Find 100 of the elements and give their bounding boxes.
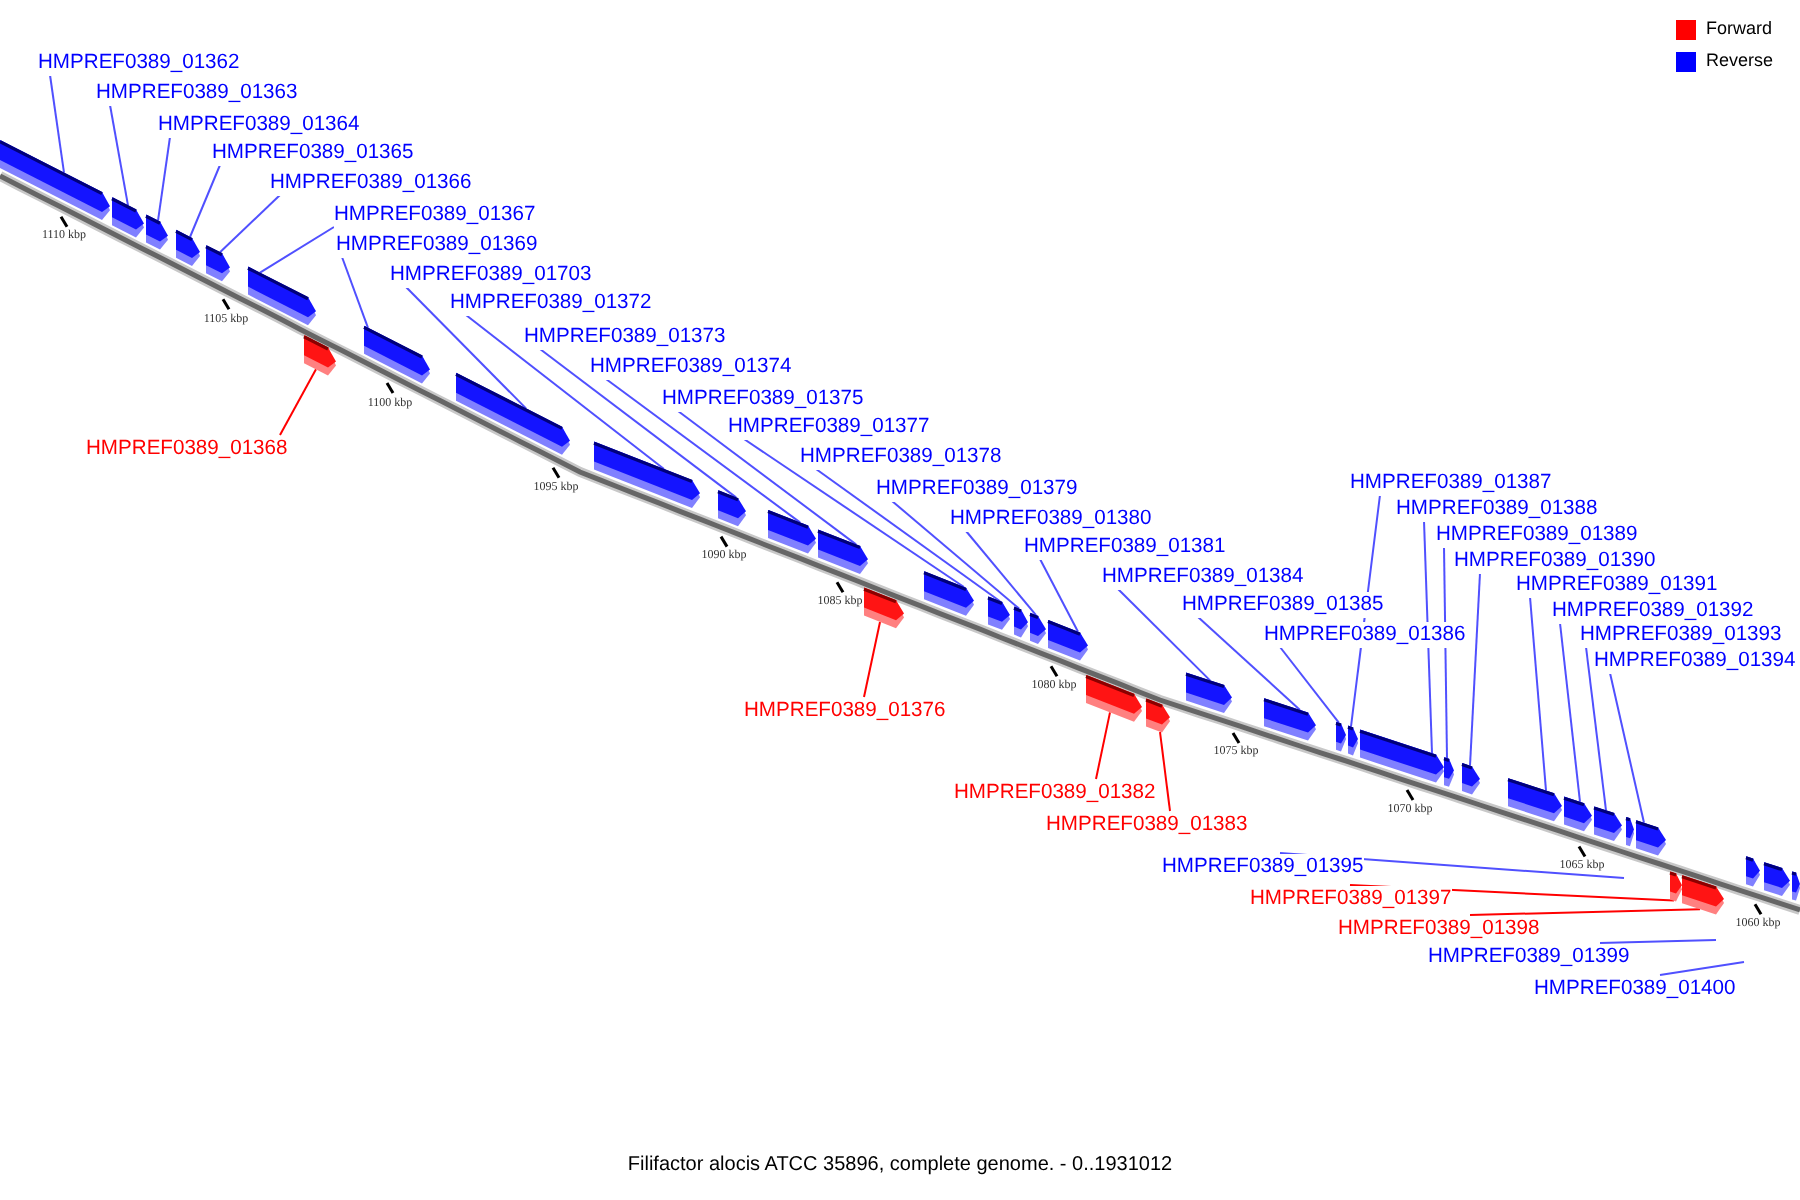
gene-block (1669, 871, 1682, 902)
leader-line (1529, 596, 1547, 792)
gene-block (247, 266, 316, 326)
gene-block (923, 571, 974, 616)
gene-label: HMPREF0389_01362 (38, 49, 240, 75)
leader-line (1423, 520, 1433, 755)
gene-label: HMPREF0389_01368 (86, 435, 288, 461)
gene-label: HMPREF0389_01387 (1350, 469, 1552, 495)
gene-label: HMPREF0389_01375 (662, 385, 864, 411)
gene-label: HMPREF0389_01366 (270, 169, 472, 195)
gene-label: HMPREF0389_01373 (524, 323, 726, 349)
gene-block (1625, 817, 1634, 847)
gene-block (1563, 796, 1592, 832)
leader-line (341, 256, 369, 329)
gene-block (363, 325, 430, 384)
gene-label: HMPREF0389_01400 (1534, 975, 1736, 1001)
leader-line (259, 226, 335, 274)
gene-block (455, 372, 570, 455)
gene-label: HMPREF0389_01379 (876, 475, 1078, 501)
gene-label: HMPREF0389_01383 (1046, 811, 1248, 837)
leader-line (1279, 646, 1340, 724)
leader-line (863, 621, 881, 698)
leader-line (1559, 622, 1581, 803)
leader-line (891, 500, 1020, 610)
gene-label: HMPREF0389_01384 (1102, 563, 1304, 589)
gene-label: HMPREF0389_01388 (1396, 495, 1598, 521)
gene-label: HMPREF0389_01369 (336, 231, 538, 257)
gene-block (1263, 698, 1316, 741)
caption: Filifactor alocis ATCC 35896, complete genome. - 0..1931012 (625, 1154, 1175, 1176)
gene-block (111, 197, 144, 238)
gene-block (175, 229, 200, 266)
gene-block (1145, 698, 1170, 733)
gene-label: HMPREF0389_01386 (1264, 621, 1466, 647)
leader-line (157, 136, 171, 222)
gene-block (1013, 606, 1028, 638)
leader-line (1585, 646, 1607, 812)
gene-block (767, 510, 816, 554)
leader-line (965, 530, 1037, 617)
gene-label: HMPREF0389_01372 (450, 289, 652, 315)
gene-block (817, 529, 868, 574)
legend-label: Reverse (1706, 50, 1774, 72)
leader-line (1609, 672, 1645, 824)
leader-line (815, 468, 1001, 603)
leader-line (189, 164, 221, 238)
leader-line (605, 378, 801, 524)
leader-line (109, 104, 129, 207)
gene-block (1461, 763, 1480, 795)
gene-block (593, 441, 700, 508)
gene-block (205, 245, 230, 282)
leader-line (1599, 939, 1717, 944)
gene-label: HMPREF0389_01382 (954, 779, 1156, 805)
gene-label: HMPREF0389_01376 (744, 697, 946, 723)
gene-label: HMPREF0389_01378 (800, 443, 1002, 469)
gene-label: HMPREF0389_01364 (158, 111, 360, 137)
leader-line (219, 194, 281, 254)
leader-line (1159, 731, 1171, 812)
gene-block (987, 596, 1010, 630)
gene-label: HMPREF0389_01367 (334, 201, 536, 227)
leader-line (405, 286, 527, 410)
legend-label: Forward (1706, 18, 1773, 40)
leader-line (465, 314, 665, 470)
leader-line (1469, 908, 1701, 916)
gene-label: HMPREF0389_01395 (1162, 853, 1364, 879)
gene-block (1443, 757, 1454, 787)
gene-label: HMPREF0389_01389 (1436, 521, 1638, 547)
gene-block (1085, 675, 1142, 722)
leader-line (1117, 588, 1211, 682)
leader-line (743, 438, 965, 588)
leader-line (677, 410, 857, 546)
leader-line (1659, 961, 1745, 976)
gene-block (1335, 721, 1346, 752)
gene-label: HMPREF0389_01393 (1580, 621, 1782, 647)
leader-line (49, 74, 65, 174)
gene-label: HMPREF0389_01390 (1454, 547, 1656, 573)
gene-block (1593, 806, 1622, 841)
gene-label: HMPREF0389_01703 (390, 261, 592, 287)
gene-label: HMPREF0389_01374 (590, 353, 792, 379)
gene-label: HMPREF0389_01399 (1428, 943, 1630, 969)
gene-block (863, 587, 904, 629)
gene-label: HMPREF0389_01377 (728, 413, 930, 439)
gene-label: HMPREF0389_01381 (1024, 533, 1226, 559)
gene-block (145, 214, 168, 250)
gene-block (1347, 725, 1358, 756)
leader-line (1197, 616, 1301, 711)
gene-label: HMPREF0389_01392 (1552, 597, 1754, 623)
gene-block (303, 335, 336, 376)
gene-block (1185, 672, 1232, 713)
leader-line (1469, 572, 1481, 767)
gene-block (717, 490, 746, 527)
gene-label: HMPREF0389_01380 (950, 505, 1152, 531)
gene-label: HMPREF0389_01397 (1250, 885, 1452, 911)
gene-label: HMPREF0389_01385 (1182, 591, 1384, 617)
gene-block (1745, 856, 1760, 887)
gene-block (1029, 612, 1046, 644)
leader-line (279, 368, 317, 436)
gene-label: HMPREF0389_01398 (1338, 915, 1540, 941)
gene-label: HMPREF0389_01394 (1594, 647, 1796, 673)
gene-label: HMPREF0389_01363 (96, 79, 298, 105)
leader-line (1095, 711, 1111, 780)
gene-block (1791, 871, 1800, 901)
